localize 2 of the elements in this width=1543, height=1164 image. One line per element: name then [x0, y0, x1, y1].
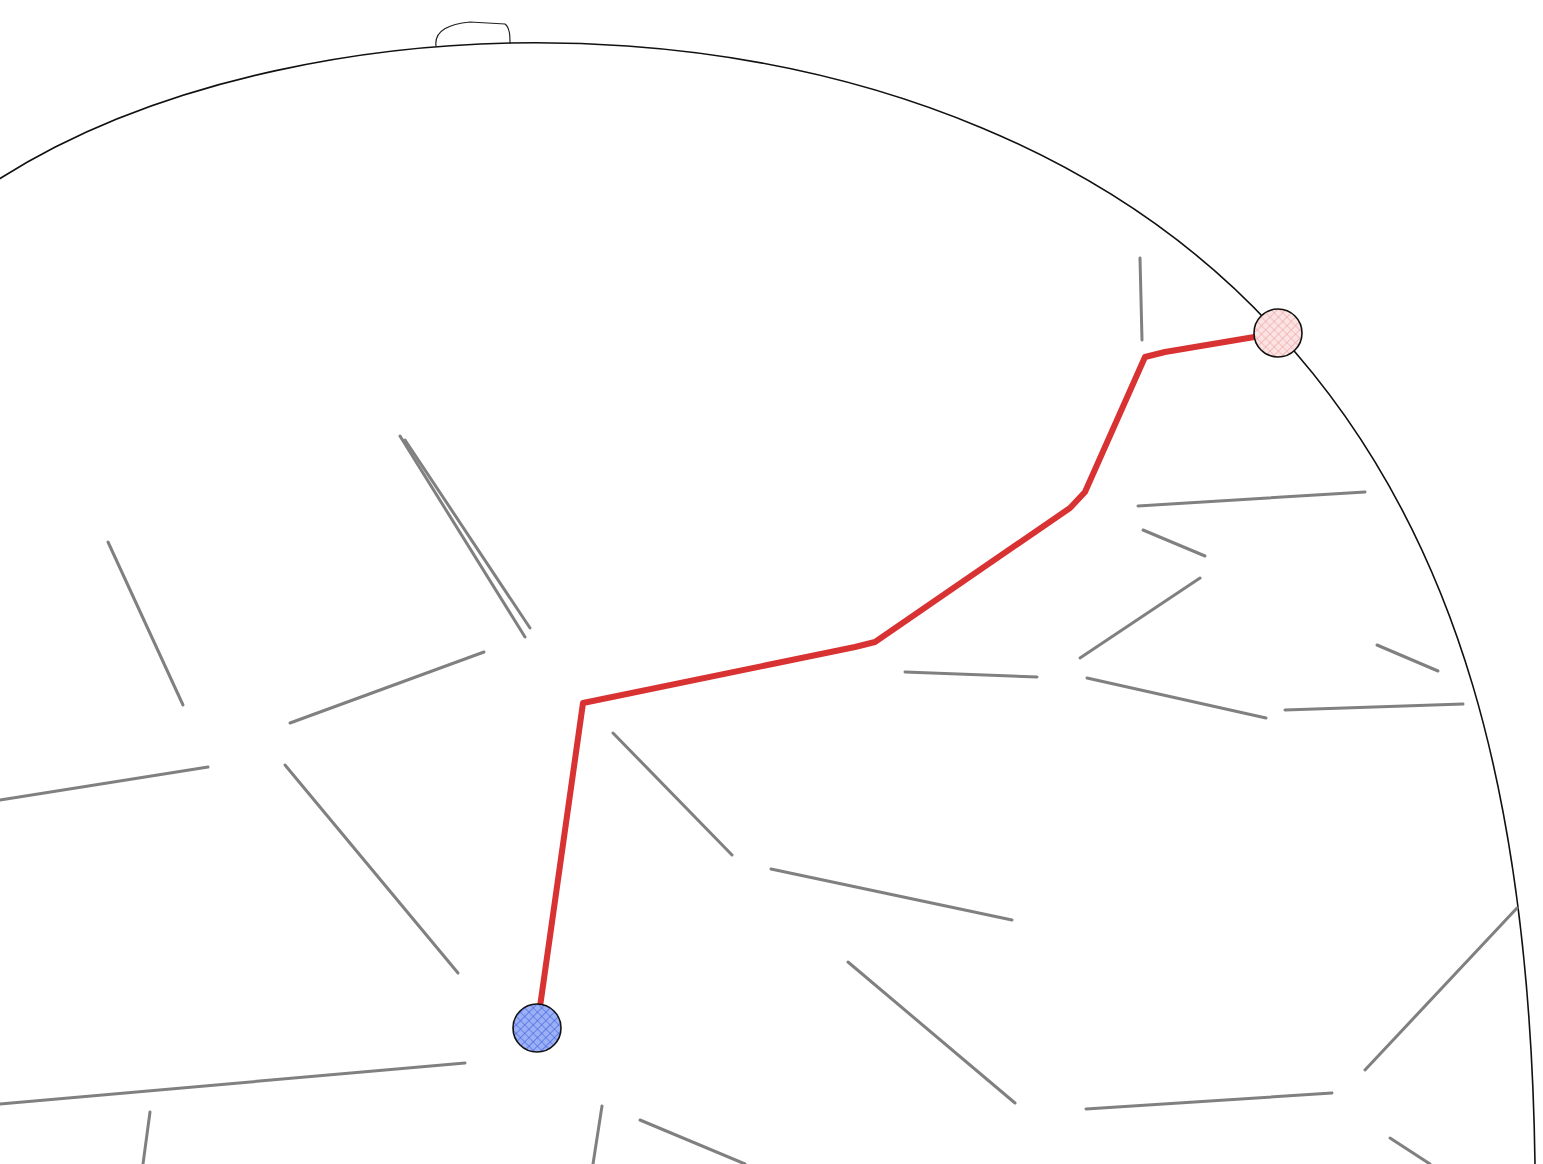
- end-marker: [1253, 308, 1303, 358]
- start-marker: [512, 1003, 562, 1053]
